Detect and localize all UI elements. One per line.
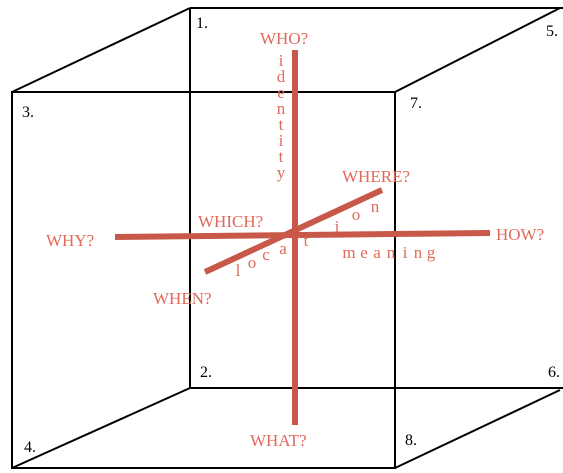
axis-word-letter: i — [335, 217, 340, 236]
axis-word-letter: o — [248, 253, 257, 272]
label-where: WHERE? — [342, 167, 410, 186]
corner-label-3: 3. — [22, 104, 34, 121]
edge-bottom-right-diagonal — [394, 389, 561, 469]
edge-top-right-diagonal — [394, 7, 561, 93]
axis-word-letter: t — [279, 115, 284, 134]
axis-word-letter: i — [403, 243, 408, 262]
corner-label-2: 2. — [200, 364, 212, 381]
axis-word-letter: e — [277, 83, 285, 102]
corner-label-1: 1. — [196, 15, 208, 32]
axis-word-letter: y — [277, 163, 286, 182]
axis-word-letter: n — [414, 243, 423, 262]
corner-label-7: 7. — [410, 95, 422, 112]
label-when: WHEN? — [153, 289, 212, 308]
corner-label-8: 8. — [405, 432, 417, 449]
axis-word-letter: c — [262, 245, 270, 264]
axis-word-letter: a — [279, 239, 287, 258]
label-which: WHICH? — [198, 212, 263, 231]
axis-word-letter: o — [352, 205, 361, 224]
axis-word-letter: t — [304, 231, 309, 250]
axis-word-letter: n — [371, 197, 380, 216]
axis-word-letter: i — [279, 51, 284, 70]
axis-word-letter: m — [342, 243, 355, 262]
axis-word-letter: n — [387, 243, 396, 262]
label-how: HOW? — [496, 225, 544, 244]
corner-label-4: 4. — [24, 439, 36, 456]
diagonal-axis — [203, 187, 384, 275]
label-who: WHO? — [260, 29, 308, 48]
corner-label-6: 6. — [548, 364, 560, 381]
axis-word-letter: n — [277, 99, 286, 118]
axis-word-letter: e — [360, 243, 368, 262]
axis-word-letter: l — [236, 261, 241, 280]
front-face — [11, 91, 396, 469]
edge-top-left-diagonal — [11, 7, 191, 93]
edge-bottom-left-diagonal — [11, 387, 191, 469]
horizontal-axis — [114, 230, 491, 240]
axis-word-letter: a — [373, 243, 381, 262]
axis-word-letter: d — [277, 67, 286, 86]
axis-word-letter: i — [279, 131, 284, 150]
corner-label-5: 5. — [546, 23, 558, 40]
label-why: WHY? — [46, 231, 94, 250]
label-what: WHAT? — [250, 431, 307, 450]
axis-word-letter: t — [279, 147, 284, 166]
axis-word-letter: g — [427, 243, 436, 262]
